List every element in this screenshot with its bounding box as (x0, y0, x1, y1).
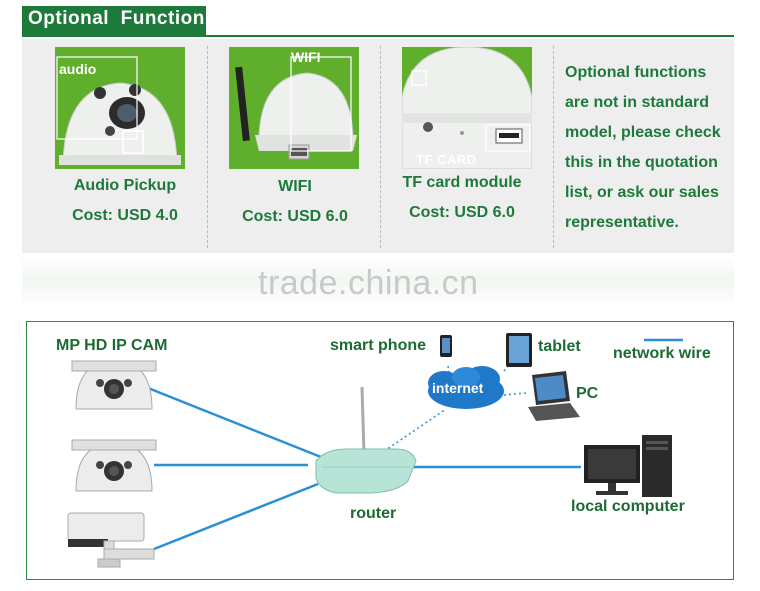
wifi-photo-label: WIFI (291, 49, 321, 65)
divider (207, 46, 208, 248)
section-header-bar (22, 6, 206, 35)
tablet-label: tablet (538, 338, 581, 355)
header-underline (22, 35, 734, 37)
internet-cloud-icon (428, 366, 504, 409)
network-wire-legend-label: network wire (613, 345, 711, 362)
note-line: are not in standard (565, 94, 710, 111)
section-title: Optional Function (28, 8, 205, 29)
pc-label: PC (576, 385, 599, 402)
network-diagram (67, 333, 683, 568)
network-wires (147, 338, 683, 551)
note-line: Optional functions (565, 64, 707, 81)
divider (553, 46, 554, 248)
feature-name-audio: Audio Pickup (73, 177, 177, 194)
note-line: this in the quotation (565, 154, 718, 171)
ip-camera-label: MP HD IP CAM (56, 337, 168, 354)
note-line: representative. (565, 214, 679, 231)
divider (380, 46, 381, 248)
local-computer-label: local computer (571, 498, 685, 515)
tf-card-photo-label: TF CARD (416, 152, 477, 167)
feature-cost-tf-card: Cost: USD 6.0 (409, 204, 515, 221)
feature-name-tf-card: TF card module (402, 174, 522, 191)
watermark-text: trade.china.cn (258, 264, 479, 302)
feature-name-wifi: WIFI (278, 178, 312, 195)
feature-cost-audio: Cost: USD 4.0 (72, 207, 178, 224)
watermark-band (22, 254, 734, 308)
laptop-icon (528, 371, 580, 421)
smart-phone-label: smart phone (330, 337, 427, 354)
note-line: list, or ask our sales (565, 184, 719, 201)
dome-camera-icon (71, 439, 157, 492)
internet-label: internet (432, 380, 484, 396)
audio-pickup-photo: audio (55, 47, 185, 169)
optional-functions-note: Optional functions are not in standard m… (565, 58, 735, 238)
bullet-camera-icon (67, 512, 155, 568)
feature-cost-wifi: Cost: USD 6.0 (242, 208, 348, 225)
router-label: router (350, 505, 397, 522)
tablet-icon (506, 333, 532, 367)
wifi-photo: WIFI (229, 47, 359, 169)
network-wire (147, 386, 332, 463)
wireless-link (379, 408, 447, 455)
router-icon (315, 386, 417, 494)
tf-card-photo: TF CARD (402, 47, 532, 169)
wireless-link (503, 392, 527, 396)
network-wire (153, 482, 319, 551)
network-diagram-frame (26, 321, 734, 580)
smart-phone-icon (440, 335, 452, 357)
audio-photo-label: audio (59, 61, 97, 77)
desktop-computer-icon (584, 435, 672, 497)
dome-camera-icon (71, 360, 157, 410)
note-line: model, please check (565, 124, 721, 141)
